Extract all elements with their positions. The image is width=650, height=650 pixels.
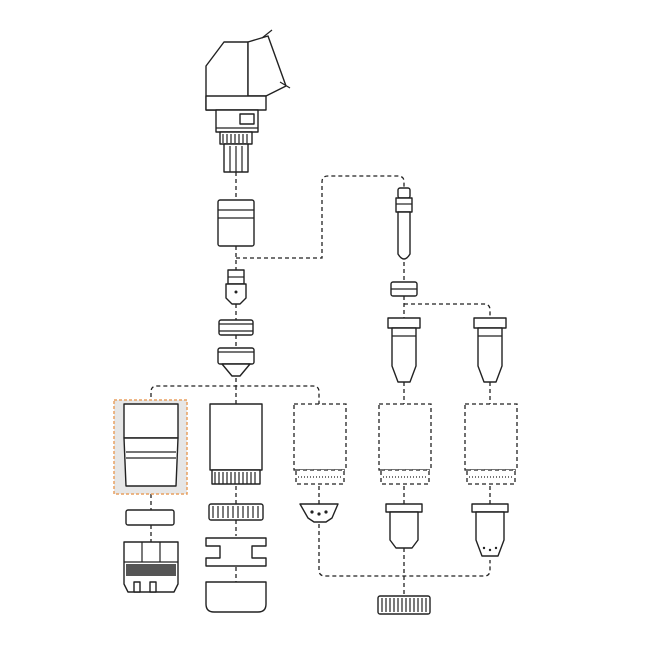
deflector-icon[interactable] [205,537,267,567]
cup-icon[interactable] [205,581,267,613]
nozzle-b-icon[interactable] [473,317,507,383]
connector-lines [150,172,491,596]
cap-option-2-icon[interactable] [378,403,432,485]
spacer-ring-icon[interactable] [125,509,175,526]
electrode-icon[interactable] [225,269,247,305]
cap-knurled-icon[interactable] [209,403,263,485]
connector-sleeve-to-right-branch [236,175,405,259]
knurled-base-ring-icon[interactable] [377,595,431,615]
castellated-shield-icon[interactable] [123,541,179,593]
probe-icon[interactable] [395,187,413,260]
thread-fitting-icon[interactable] [219,131,253,173]
knurled-ring-icon[interactable] [208,503,264,521]
cap-option-3-icon[interactable] [464,403,518,485]
torch-head-icon[interactable] [205,29,291,133]
cap-selected-icon[interactable] [113,399,188,495]
shield-b-icon[interactable] [471,503,509,557]
connector-small-ring-to-nozzle-b [404,303,491,318]
sleeve-icon[interactable] [217,199,255,247]
ring-icon[interactable] [218,319,254,336]
nozzle-icon[interactable] [217,347,255,377]
cap-option-1-icon[interactable] [293,403,347,485]
nozzle-a-icon[interactable] [387,317,421,383]
connector-shields-to-base [318,524,491,596]
small-ring-icon[interactable] [390,281,418,297]
connector-nozzle-to-caps [150,378,320,404]
shield-a-icon[interactable] [385,503,423,549]
vented-shield-icon[interactable] [299,503,339,523]
